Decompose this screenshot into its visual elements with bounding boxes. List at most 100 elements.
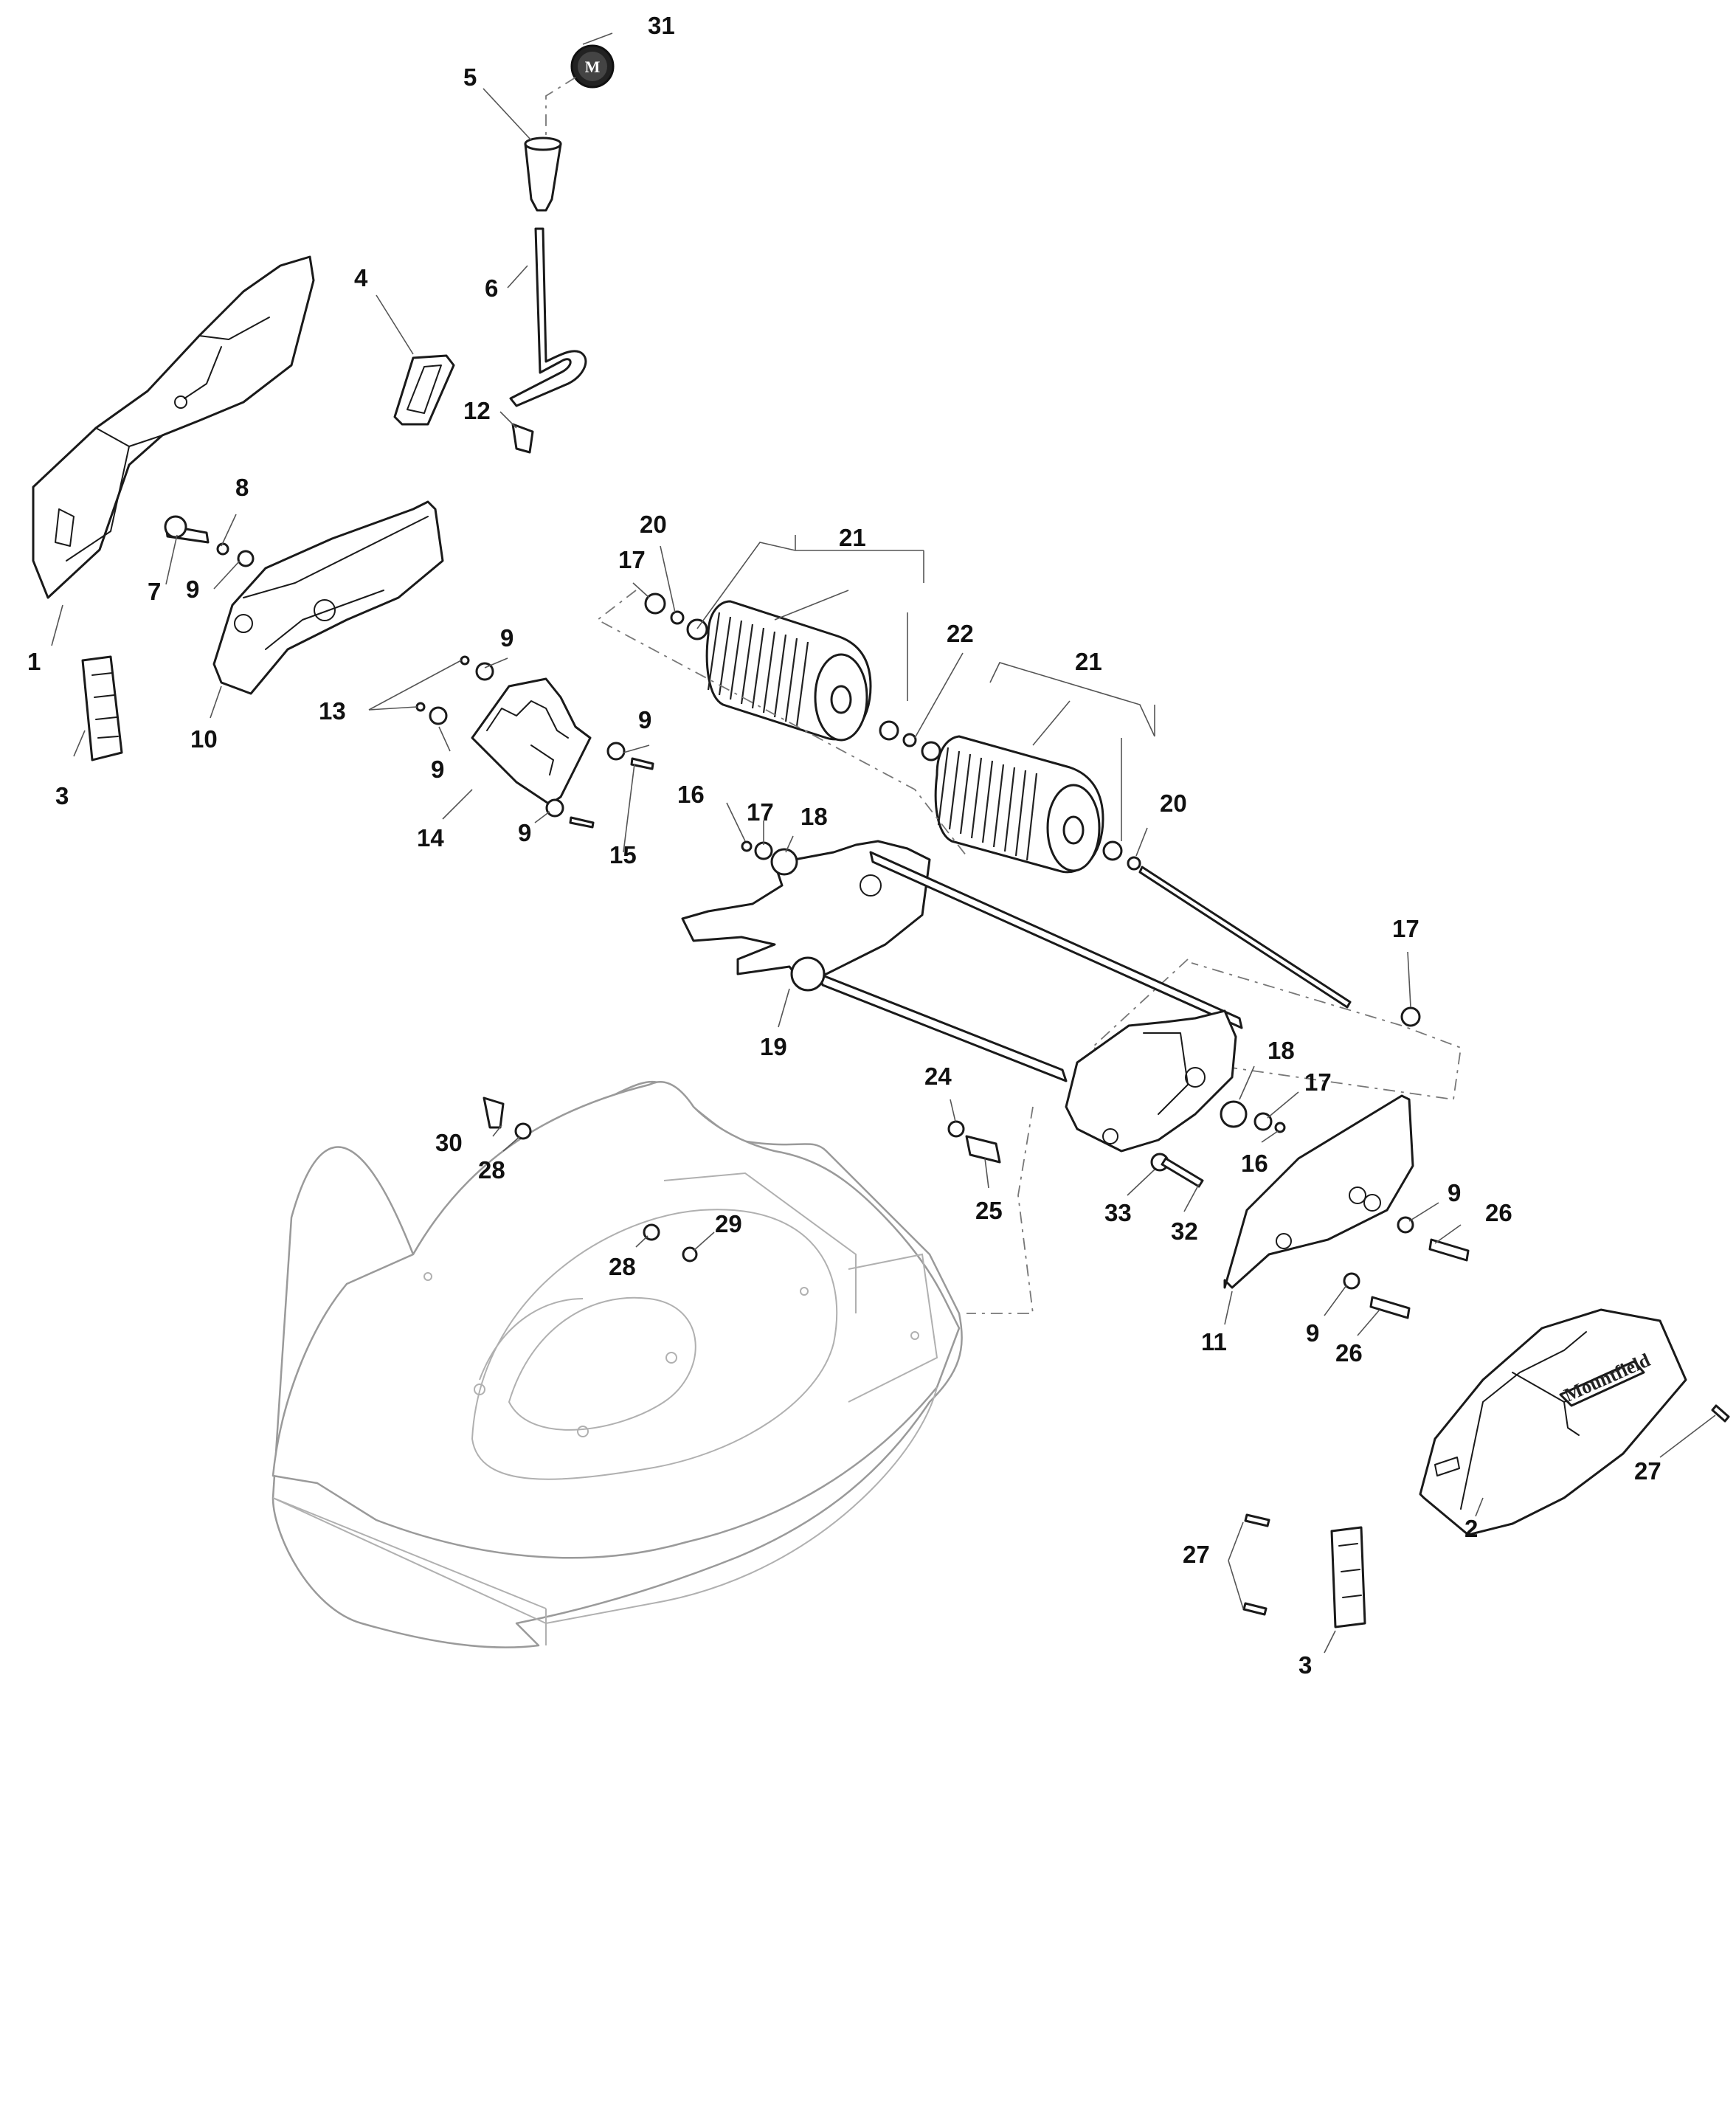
part-15-screw-upper — [630, 757, 654, 770]
part-21-brush-roller-right — [934, 735, 1104, 874]
callout-3-right: 3 — [1298, 1651, 1312, 1679]
part-13-nut-upper — [460, 655, 470, 666]
leader-lines — [51, 32, 1716, 1654]
part-27-screw-b — [1242, 1602, 1268, 1616]
callout-2: 2 — [1464, 1515, 1478, 1542]
callout-26-b: 26 — [1335, 1339, 1363, 1367]
callout-10: 10 — [190, 725, 218, 753]
part-31-badge: M — [570, 44, 615, 89]
part-9-washer-r2 — [1343, 1272, 1360, 1290]
callout-15: 15 — [609, 841, 637, 868]
callout-20-b: 20 — [1160, 790, 1187, 817]
part-10-left-side-cover — [212, 500, 444, 695]
callout-21-a: 21 — [839, 524, 866, 551]
part-bush-a — [686, 618, 708, 640]
callout-32: 32 — [1171, 1217, 1198, 1245]
callout-17-a: 17 — [618, 546, 646, 573]
badge-letter: M — [585, 58, 601, 76]
dash-knob-to-badge — [545, 77, 576, 137]
callout-13: 13 — [319, 697, 346, 725]
callout-18-b: 18 — [1268, 1037, 1295, 1064]
part-12-spring-clip — [511, 423, 534, 454]
callout-9-e: 9 — [638, 706, 651, 733]
part-20-spring-a — [670, 610, 685, 625]
callout-29: 29 — [715, 1210, 742, 1237]
part-9-washer-right — [606, 742, 626, 761]
part-21-brush-roller-left — [705, 600, 872, 742]
part-13-nut-lower — [415, 702, 426, 712]
part-9-washer-bottom — [545, 798, 564, 818]
part-27-screw-a — [1244, 1513, 1270, 1527]
callout-24: 24 — [924, 1063, 952, 1090]
part-9-washer-upper — [475, 662, 494, 681]
callout-28-b: 28 — [609, 1253, 636, 1280]
callout-6: 6 — [485, 274, 498, 302]
part-8-washer — [216, 542, 229, 556]
part-17-washer-b — [754, 841, 773, 860]
callout-20-a: 20 — [640, 511, 667, 538]
callout-11: 11 — [1201, 1328, 1227, 1355]
callout-27-a: 27 — [1634, 1457, 1661, 1485]
part-17-washer-a — [644, 593, 666, 615]
callout-17-b: 17 — [747, 798, 774, 826]
callout-31: 31 — [648, 12, 675, 39]
callout-16-a: 16 — [677, 781, 705, 808]
part-28-washer-a — [514, 1122, 532, 1140]
callout-26-a: 26 — [1485, 1199, 1512, 1226]
callout-9-a: 9 — [186, 576, 199, 603]
callout-9-f: 9 — [1448, 1179, 1461, 1206]
callout-21-b: 21 — [1075, 648, 1102, 675]
part-18-bearing-right — [1220, 1100, 1248, 1128]
callout-12: 12 — [463, 397, 491, 424]
part-bush-d — [1102, 840, 1123, 861]
part-11-right-side-cover — [1223, 1094, 1414, 1289]
part-22-washer — [902, 733, 917, 747]
part-7-bolt-left — [164, 515, 210, 544]
callout-4: 4 — [354, 264, 368, 291]
part-26-bolt-lower — [1369, 1296, 1411, 1319]
part-17-washer-c — [1253, 1112, 1273, 1131]
part-25-spacer — [965, 1135, 1001, 1164]
callout-5: 5 — [463, 63, 477, 91]
part-bush-b — [879, 720, 899, 741]
callout-3-left: 3 — [55, 782, 69, 809]
part-18-bearing-left — [770, 848, 798, 876]
part-30-bolt — [483, 1096, 505, 1129]
part-32-bolt — [1161, 1157, 1204, 1188]
callout-22: 22 — [947, 620, 974, 647]
callout-labels: 31 5 6 4 12 1 7 8 9 10 3 9 13 9 14 9 9 1… — [27, 12, 1661, 1679]
callout-17-d: 17 — [1392, 915, 1419, 942]
roller-right-ribs — [937, 747, 1038, 861]
part-15-screw-lower — [569, 816, 595, 829]
part-24-nut — [947, 1120, 965, 1138]
dash-frame-to-deck — [966, 1106, 1034, 1314]
callout-9-c: 9 — [431, 756, 444, 783]
callout-28-a: 28 — [478, 1156, 505, 1184]
callout-30: 30 — [435, 1129, 463, 1156]
callout-7: 7 — [148, 578, 161, 605]
part-2-right-rear-cover: Mountfield — [1419, 1308, 1687, 1536]
callout-16-b: 16 — [1241, 1150, 1268, 1177]
part-9-washer-lower — [429, 706, 448, 725]
callout-14: 14 — [417, 824, 444, 852]
part-27-screw-c — [1711, 1404, 1730, 1423]
callout-17-c: 17 — [1304, 1068, 1332, 1096]
part-14-height-plate — [471, 677, 592, 806]
part-3-clip-left — [81, 655, 123, 761]
part-5-height-knob — [524, 137, 562, 212]
callout-9-g: 9 — [1306, 1319, 1319, 1347]
part-26-bolt-upper — [1428, 1238, 1470, 1262]
callout-25: 25 — [975, 1197, 1003, 1224]
callout-18-a: 18 — [800, 803, 828, 830]
part-1-left-rear-cover — [32, 255, 315, 599]
callout-33: 33 — [1104, 1199, 1132, 1226]
callout-9-b: 9 — [500, 624, 513, 652]
callout-8: 8 — [235, 474, 249, 501]
roller-left-ribs — [707, 612, 809, 727]
dash-roller-group-right — [1090, 958, 1462, 1101]
callout-19: 19 — [760, 1033, 787, 1060]
part-17-washer-d — [1400, 1006, 1421, 1027]
part-4-handle-clip — [393, 354, 455, 426]
part-19-roller-frame — [681, 840, 1243, 1153]
